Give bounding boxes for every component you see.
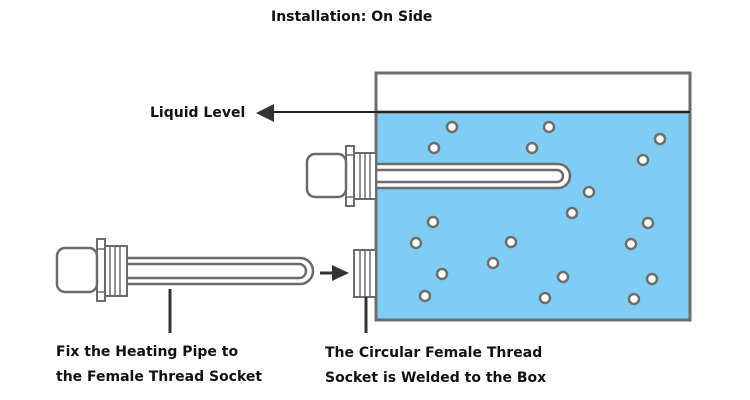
bubbles [409,120,667,306]
liquid-level-arrow [256,104,690,122]
tank-box [374,71,692,322]
bubble [636,153,650,167]
bubble [418,289,432,303]
bubble [445,120,459,134]
bubble [624,237,638,251]
installed-pipe-inner [376,168,565,184]
fix-pipe-caption-line2: the Female Thread Socket [56,369,263,385]
socket-caption-line2: Socket is Welded to the Box [325,370,547,386]
detached-pipe-inner [127,262,308,280]
detached-pipe-outer [127,256,315,286]
detached-pipe-head [55,246,99,294]
detached-heating-pipe [55,238,315,302]
bubble [556,270,570,284]
bubble [427,141,441,155]
bubble [627,292,641,306]
installed-pipe-head [305,152,348,199]
fix-pipe-caption: Fix the Heating Pipe to the Female Threa… [56,340,262,390]
fix-pipe-caption-line1: Fix the Heating Pipe to [56,344,239,360]
bubble [409,236,423,250]
bubble [645,272,659,286]
insert-arrowhead [332,265,349,281]
bubble [538,291,552,305]
liquid-level-label: Liquid Level [150,105,246,121]
installed-heating-pipe [305,145,572,207]
bubble [435,267,449,281]
detached-pipe-thread [104,245,128,297]
bubble [504,235,518,249]
bubble [486,256,500,270]
bubble [582,185,596,199]
tank-empty-space [374,71,692,114]
socket-caption: The Circular Female Thread Socket is Wel… [325,341,546,391]
bubble [565,206,579,220]
bubble [542,120,556,134]
bubble [641,216,655,230]
diagram-title: Installation: On Side [271,9,433,25]
bubble [426,215,440,229]
liquid-level-arrowhead [256,104,274,122]
socket-caption-line1: The Circular Female Thread [325,345,543,361]
bubble [525,141,539,155]
installed-pipe-outer [374,162,572,190]
female-thread-socket [353,249,377,298]
insert-arrow [320,265,349,281]
bubble [653,132,667,146]
